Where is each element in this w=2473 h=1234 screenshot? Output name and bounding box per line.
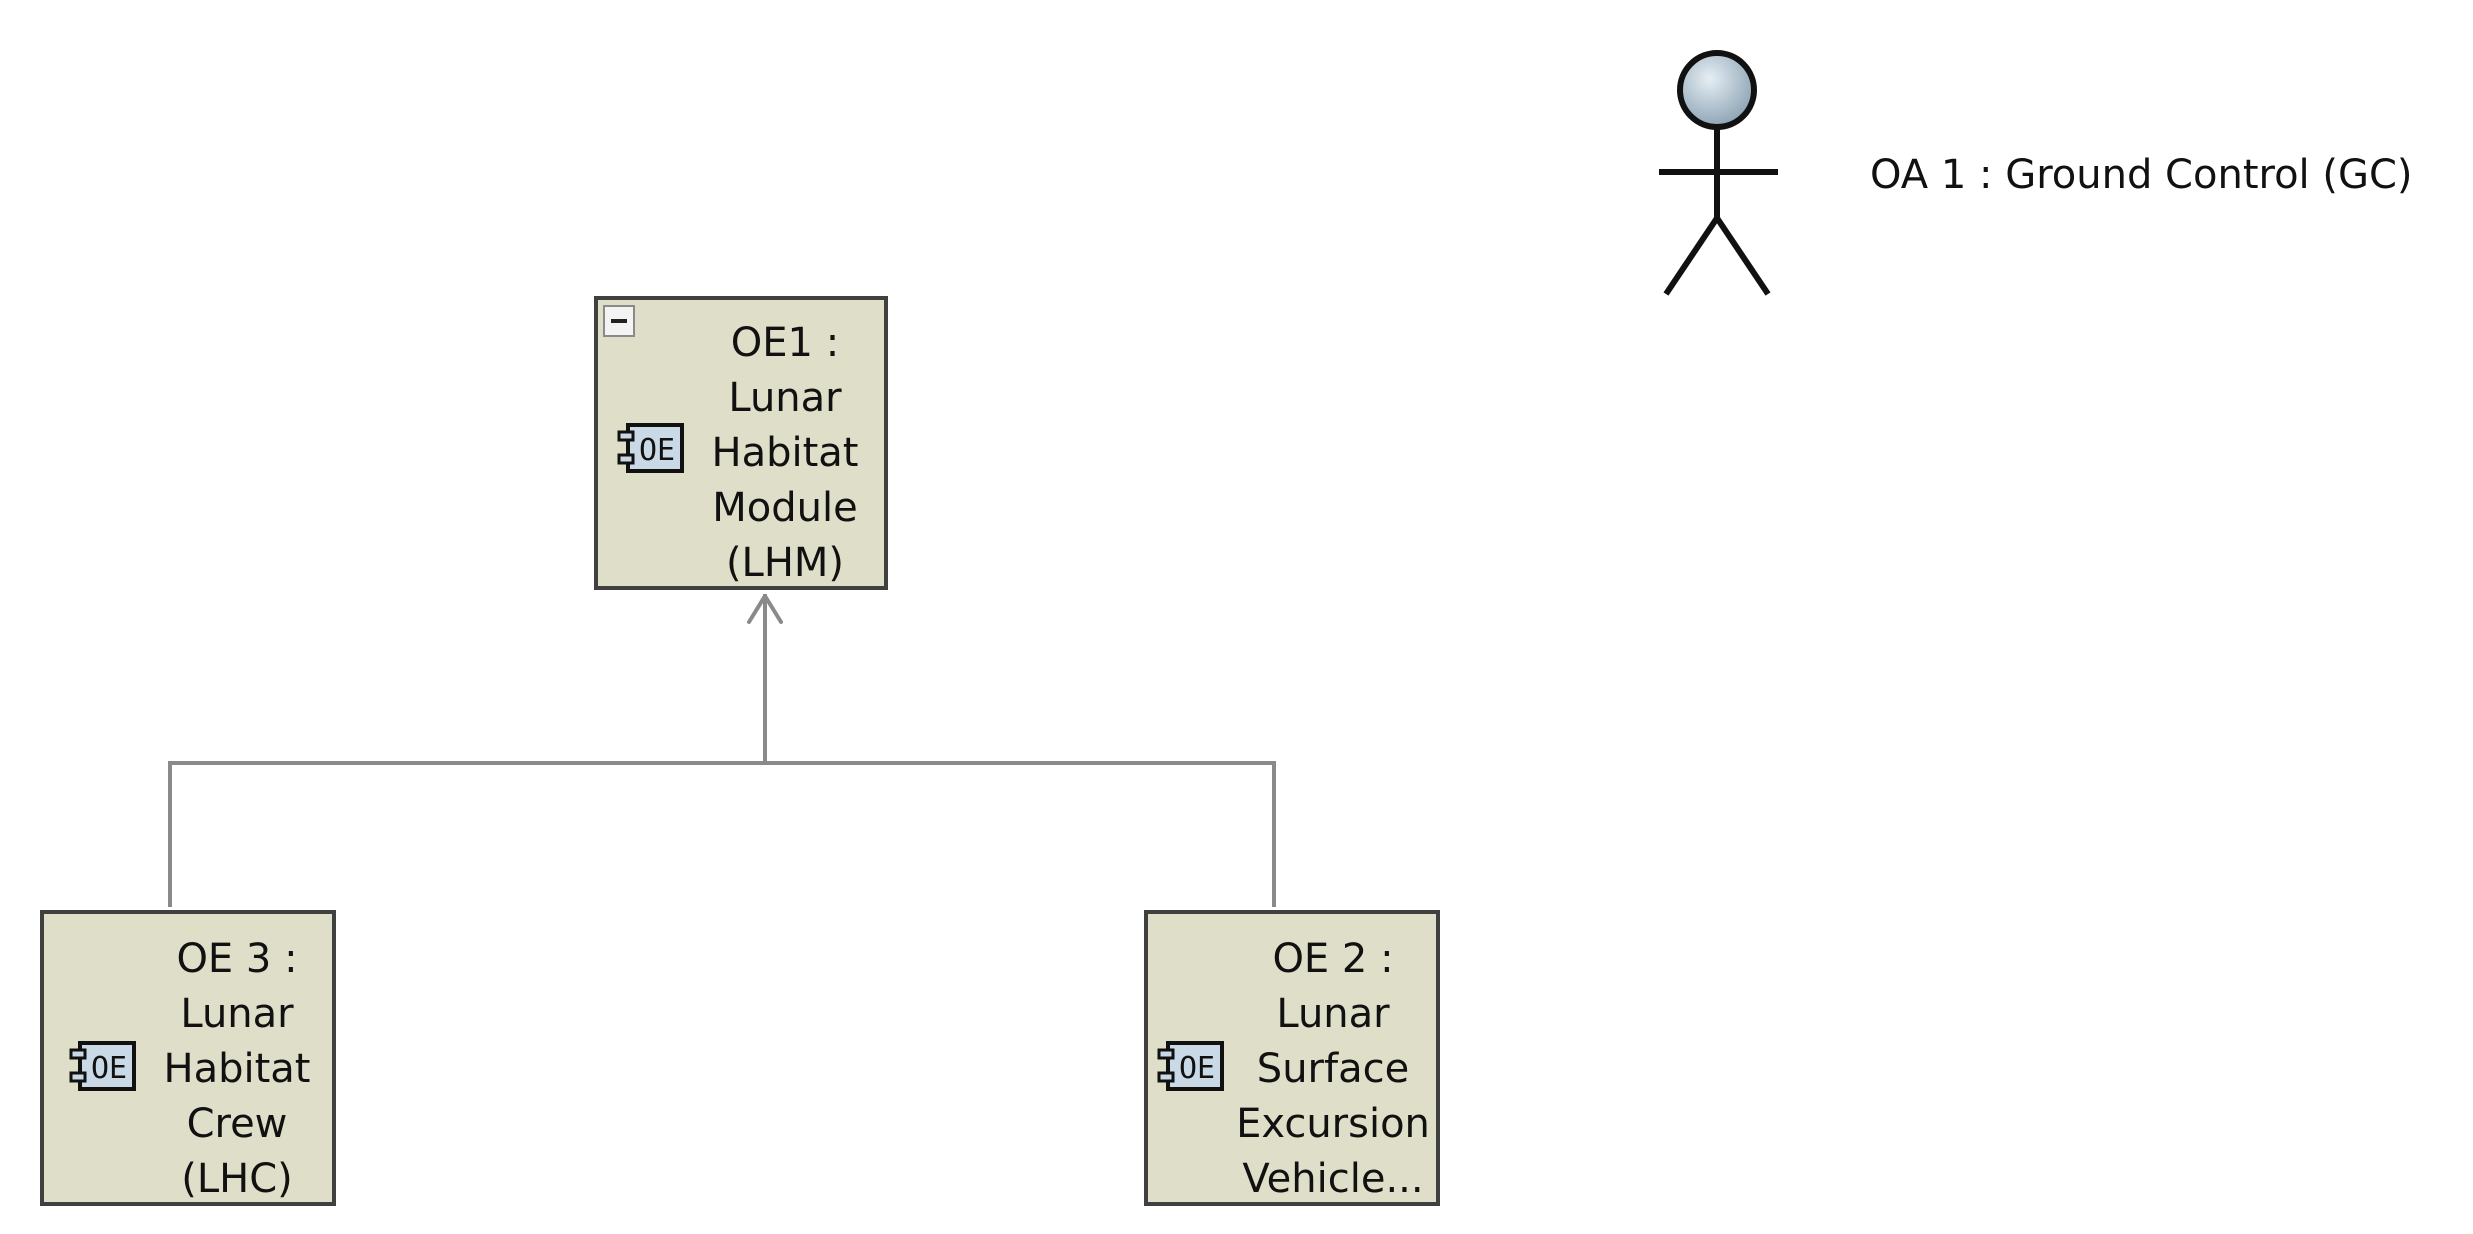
arrowhead-icon bbox=[747, 594, 783, 624]
connector-oe2-to-oe1[interactable] bbox=[763, 761, 1276, 907]
stick-figure-actor-icon[interactable] bbox=[1650, 50, 1786, 300]
entity-box-oe1[interactable]: OE OE1 : Lunar Habitat Module (LHM) bbox=[594, 296, 888, 590]
operational-entity-icon: OE bbox=[1157, 1041, 1224, 1091]
entity-label-oe1: OE1 : Lunar Habitat Module (LHM) bbox=[711, 320, 859, 586]
operational-entity-icon: OE bbox=[69, 1041, 136, 1091]
actor-label-oa1: OA 1 : Ground Control (GC) bbox=[1870, 152, 2413, 198]
oe-icon-text: OE bbox=[91, 1051, 127, 1086]
oe-icon-text: OE bbox=[1179, 1051, 1215, 1086]
entity-box-oe2[interactable]: OE OE 2 : Lunar Surface Excursion Vehicl… bbox=[1144, 910, 1440, 1206]
minus-icon[interactable] bbox=[603, 305, 635, 337]
oe-icon-text: OE bbox=[639, 433, 675, 468]
entity-label-oe2: OE 2 : Lunar Surface Excursion Vehicle..… bbox=[1236, 936, 1430, 1202]
entity-label-oe3: OE 3 : Lunar Habitat Crew (LHC) bbox=[163, 936, 311, 1202]
operational-entity-icon: OE bbox=[617, 423, 684, 473]
entity-box-oe3[interactable]: OE OE 3 : Lunar Habitat Crew (LHC) bbox=[40, 910, 336, 1206]
connector-oe3-to-oe1[interactable] bbox=[168, 594, 767, 907]
